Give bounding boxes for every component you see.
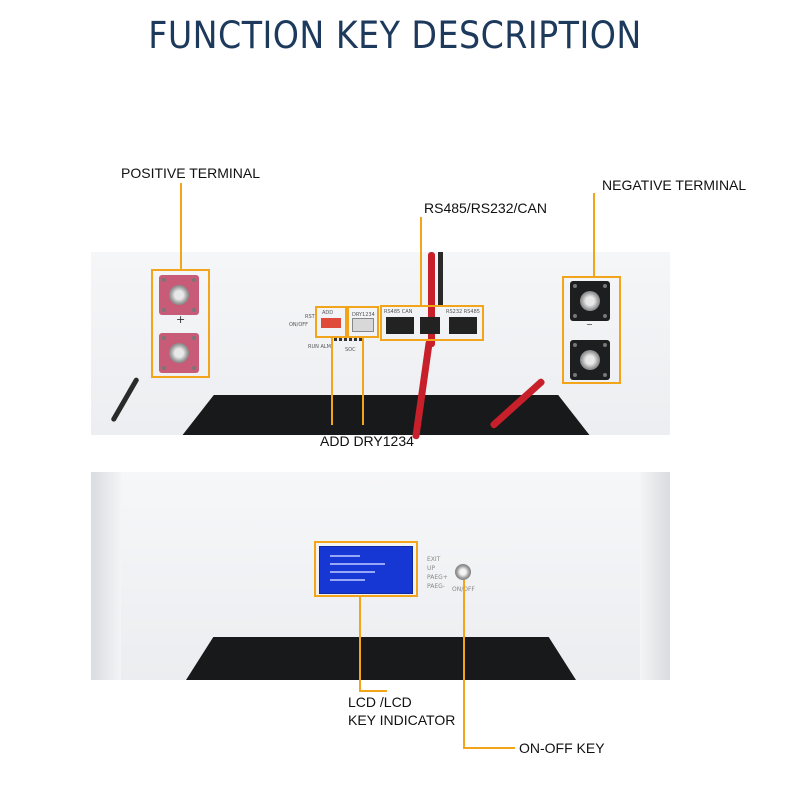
run-alm-mark: RUN ALM xyxy=(308,344,331,350)
add-leader-line xyxy=(331,337,333,425)
onoff-leader-vertical xyxy=(463,580,465,748)
page-up-key[interactable]: PAEG+ xyxy=(427,574,448,581)
positive-terminal-top xyxy=(159,275,199,315)
soc-led-strip xyxy=(334,337,364,341)
terminal-bolt-icon xyxy=(580,291,600,311)
terminal-bolt-icon xyxy=(580,350,600,370)
add-dry-label: ADD DRY1234 xyxy=(320,433,414,449)
page-down-key[interactable]: PAEG- xyxy=(427,583,445,590)
negative-terminal-label: NEGATIVE TERMINAL xyxy=(602,177,747,193)
positive-terminal-highlight xyxy=(151,269,210,378)
rs232-rs485-port xyxy=(449,317,477,334)
lcd-leader-vertical xyxy=(359,596,361,691)
power-button-icon[interactable] xyxy=(455,564,471,580)
comm-ports-highlight xyxy=(380,305,484,341)
panel-cutout xyxy=(181,395,591,435)
rs232-mark: RS232 RS485 xyxy=(446,309,480,315)
page-title: FUNCTION KEY DESCRIPTION xyxy=(148,14,642,57)
on-off-key-label: ON-OFF KEY xyxy=(519,740,605,756)
rs485-can-port xyxy=(386,317,414,334)
negative-sign: − xyxy=(586,320,593,329)
comm-ports-label: RS485/RS232/CAN xyxy=(424,200,547,216)
terminal-bolt-icon xyxy=(169,285,189,305)
rst-mark: RST xyxy=(305,314,315,320)
dry-leader-line xyxy=(362,337,364,425)
dry-mark: DRY1234 xyxy=(352,312,375,318)
negative-terminal-top xyxy=(570,281,610,321)
positive-terminal-bottom xyxy=(159,333,199,373)
positive-terminal-label: POSITIVE TERMINAL xyxy=(121,165,260,181)
front-cutout xyxy=(186,637,576,680)
onoff-leader-horizontal xyxy=(463,747,515,749)
add-mark: ADD xyxy=(322,310,334,316)
lcd-leader-horizontal xyxy=(359,690,387,692)
comm-leader-line xyxy=(420,217,422,306)
negative-leader-line xyxy=(593,193,595,277)
negative-terminal-bottom xyxy=(570,340,610,380)
lcd-highlight xyxy=(314,541,418,597)
terminal-bolt-icon xyxy=(169,343,189,363)
red-cable xyxy=(428,252,435,347)
lcd-label-line1: LCD /LCD xyxy=(348,694,412,710)
rs485-can-mark: RS485 CAN xyxy=(384,309,413,315)
negative-terminal-highlight xyxy=(562,276,621,384)
lcd-screen xyxy=(319,546,413,594)
lcd-label-line2: KEY INDICATOR xyxy=(348,712,456,728)
on-off-mark: ON/OFF xyxy=(289,322,309,328)
soc-mark: SOC xyxy=(345,347,356,353)
positive-leader-line xyxy=(180,183,182,270)
black-cable-top xyxy=(438,252,443,307)
battery-front-panel xyxy=(91,472,670,680)
exit-key[interactable]: EXIT xyxy=(427,556,441,563)
positive-sign: + xyxy=(176,313,186,326)
dry-contact-port xyxy=(352,318,374,332)
up-key[interactable]: UP xyxy=(427,565,436,572)
add-highlight xyxy=(315,306,347,338)
middle-port xyxy=(420,317,440,334)
add-dip-switch xyxy=(321,318,341,328)
dry-highlight xyxy=(347,306,379,338)
